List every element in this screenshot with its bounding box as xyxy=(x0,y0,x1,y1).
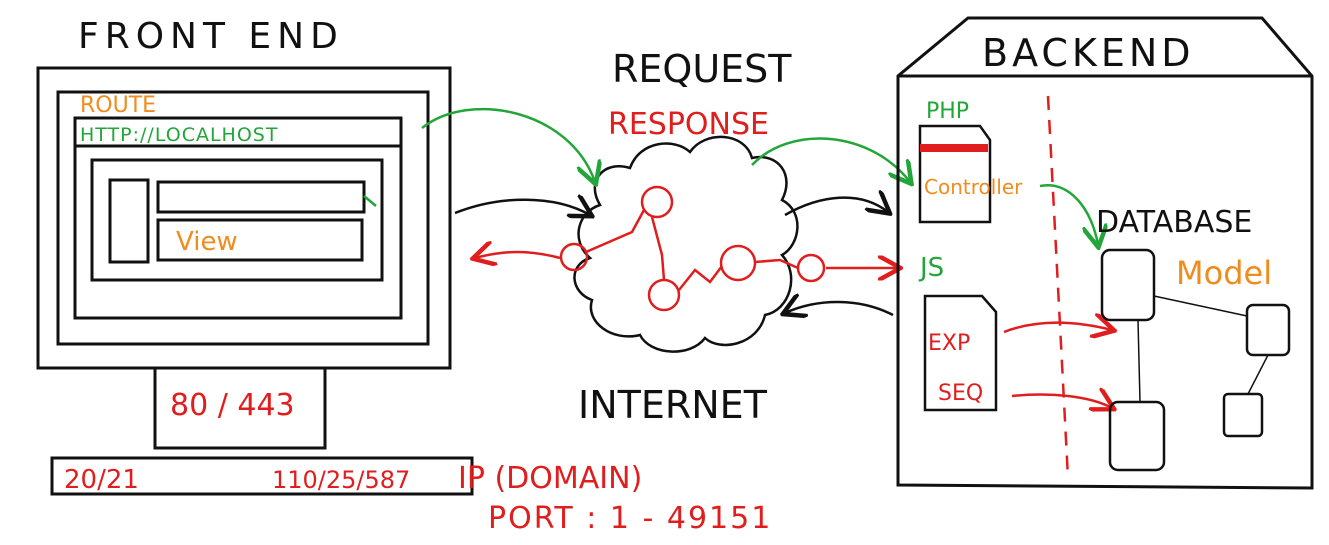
network-link xyxy=(678,265,723,291)
monitor-screen xyxy=(56,90,430,346)
monitor-stand xyxy=(153,366,327,450)
php-label: PHP xyxy=(926,99,969,124)
response-arrow-back-to-cloud xyxy=(785,302,894,315)
controller-arrow-to-database xyxy=(1039,183,1098,245)
front-end-group: FRONT END xyxy=(36,16,474,496)
controller-label: Controller xyxy=(924,175,1023,199)
page-header-block xyxy=(156,180,366,214)
db-relation xyxy=(1137,319,1141,403)
database-tables xyxy=(1100,248,1291,472)
db-relation xyxy=(1153,295,1248,317)
db-relation xyxy=(1247,354,1269,395)
ports-right-label: 110/25/587 xyxy=(272,466,410,494)
network-nodes xyxy=(559,185,826,312)
port-range-label: PORT : 1 - 49151 xyxy=(488,501,772,536)
route-label: ROUTE xyxy=(80,93,156,118)
ip-domain-label: IP (DOMAIN) xyxy=(458,461,642,496)
php-file-redline xyxy=(920,144,988,152)
network-node xyxy=(559,242,589,272)
internet-cloud xyxy=(573,135,799,353)
network-link xyxy=(754,258,799,270)
backend-divider xyxy=(1046,95,1070,479)
model-label: Model xyxy=(1176,254,1272,292)
network-node xyxy=(796,253,826,283)
network-link xyxy=(650,216,666,281)
database-label: DATABASE xyxy=(1096,205,1252,240)
ports-left-label: 20/21 xyxy=(64,465,139,495)
js-label: JS xyxy=(918,253,944,283)
request-arrow-front-to-cloud xyxy=(454,200,590,215)
front-end-title: FRONT END xyxy=(78,16,344,57)
php-file xyxy=(918,124,992,224)
cloud-arrow-to-controller xyxy=(751,137,910,182)
db-table xyxy=(1245,303,1291,357)
page-view-block xyxy=(156,218,364,262)
keyboard-base xyxy=(50,456,474,496)
request-arrow-cloud-to-back xyxy=(784,198,888,215)
browser-window xyxy=(73,116,403,320)
response-arrow-cloud-to-front xyxy=(475,252,561,258)
request-label: REQUEST xyxy=(612,47,792,91)
seq-label: SEQ xyxy=(938,381,983,406)
db-table xyxy=(1222,392,1264,438)
response-label: RESPONSE xyxy=(608,107,769,142)
js-file xyxy=(923,294,998,412)
network-node xyxy=(640,185,674,219)
network-link xyxy=(585,209,646,254)
view-label: View xyxy=(176,227,238,257)
address-bar xyxy=(73,116,403,148)
network-node xyxy=(719,244,757,282)
url-arrow-to-cloud xyxy=(421,107,595,182)
backend-title: BACKEND xyxy=(982,31,1195,75)
header-to-view-tick xyxy=(363,195,377,207)
internet-label: INTERNET xyxy=(578,383,768,427)
db-table xyxy=(1108,400,1166,472)
ports-main-label: 80 / 443 xyxy=(170,388,295,423)
exp-arrow-to-model xyxy=(1003,323,1112,332)
network-node xyxy=(647,278,681,312)
page-sidebar-block xyxy=(108,178,150,264)
url-text: HTTP://LOCALHOST xyxy=(80,124,278,146)
db-table xyxy=(1100,248,1156,322)
seq-arrow-to-model xyxy=(1011,395,1112,409)
exp-label: EXP xyxy=(928,331,970,356)
page-area xyxy=(90,158,384,282)
